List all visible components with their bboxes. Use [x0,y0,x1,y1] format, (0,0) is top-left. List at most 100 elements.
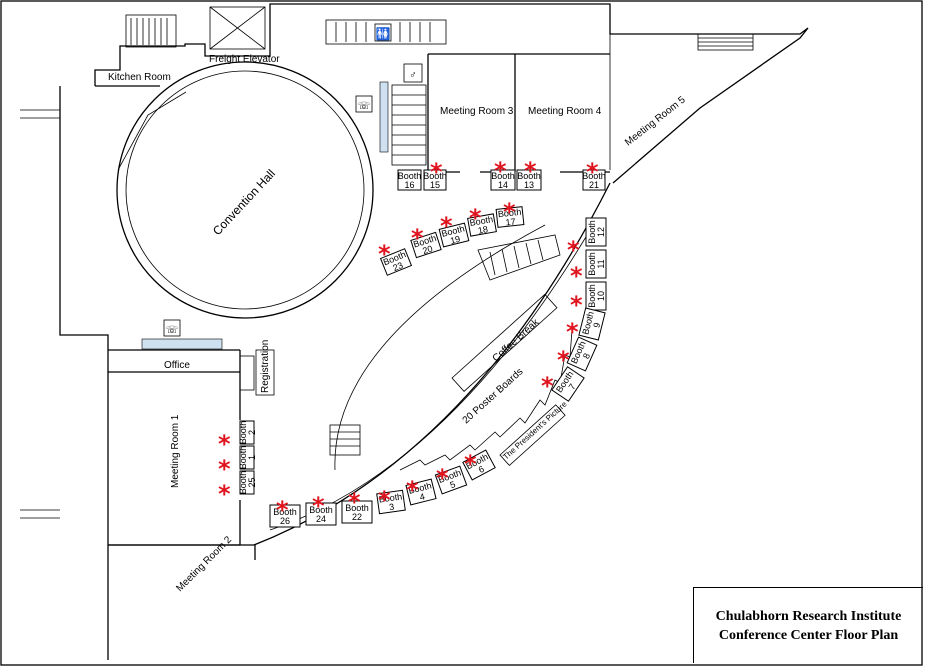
meeting-room-3-label: Meeting Room 3 [440,106,514,117]
markers-layer: ************************* [218,157,599,524]
star-marker-icon: * [440,212,453,240]
kitchen-room-label: Kitchen Room [108,72,171,83]
meeting-room-2-label: Meeting Room 2 [174,534,234,594]
star-marker-icon: * [570,262,583,290]
booth-number: 22 [352,512,362,522]
booth-number: 23 [391,260,404,273]
office-label: Office [164,360,190,371]
title-block: Chulabhorn Research Institute Conference… [693,587,923,663]
building-outline-left [59,86,109,350]
booth-number: 3 [389,502,395,513]
title-line-2: Conference Center Floor Plan [718,628,899,643]
booth-label: Booth [469,214,494,228]
star-marker-icon: * [586,158,599,186]
booth-number: 19 [449,234,461,246]
booth-label: Booth [398,171,422,181]
svg-text:☏: ☏ [166,325,179,336]
booth-number: 8 [581,352,592,361]
lobby-inner-curve [334,224,546,471]
entrance-lines [20,109,60,519]
star-marker-icon: * [469,204,482,232]
booth-number: 6 [477,464,486,475]
booth-label: Booth [238,446,248,470]
registration-box [255,349,275,396]
building-outline-top [94,3,809,184]
telephone-icon: ☏ [355,95,373,113]
booth-label: Booth [491,171,515,181]
star-marker-icon: * [406,476,419,504]
star-marker-icon: * [570,291,583,319]
booth-number: 26 [280,516,290,526]
svg-text:♂: ♂ [409,70,417,81]
booth-number: 14 [498,180,508,190]
booth-number: 15 [430,180,440,190]
booth-number: 24 [316,514,326,524]
presidents-picture-frame [499,404,566,466]
booth-label: Booth [582,171,606,181]
booth-number: 18 [477,224,489,236]
star-marker-icon: * [276,496,289,524]
coffee-break-table [451,293,558,392]
star-marker-icon: * [557,346,570,374]
restroom-icon: 🚻 [376,27,391,41]
booth-number: 11 [596,259,606,268]
title-line-1: Chulabhorn Research Institute [715,609,902,624]
telephone-icon: ☏ [163,319,181,337]
meeting-room-1-label: Meeting Room 1 [170,414,181,488]
booth-label: Booth [273,507,297,517]
star-marker-icon: * [494,157,507,185]
star-marker-icon: * [348,488,361,516]
booth-number: 13 [524,180,534,190]
star-marker-icon: * [378,486,391,514]
star-marker-icon: * [503,198,516,226]
booth-label: Booth [497,207,521,219]
presidents-picture-label: The President's Picture [501,399,569,461]
star-marker-icon: * [567,236,580,264]
convention-hall-label: Convention Hall [210,167,278,239]
star-marker-icon: * [378,240,391,268]
booth-number: 10 [596,291,606,301]
booth-number: 4 [419,491,426,502]
booth-number: 17 [505,216,516,227]
elevator-icon [209,6,266,50]
star-marker-icon: * [541,372,554,400]
booth-number: 2 [247,430,257,435]
washroom-column [379,81,427,166]
star-marker-icon: * [430,158,443,186]
star-marker-icon: * [524,157,537,185]
star-marker-icon: * [218,455,231,483]
meeting-room-4-label: Meeting Room 4 [528,106,602,117]
booth-number: 20 [421,243,434,256]
restroom-block: 🚻 [325,19,447,45]
booths-layer: Booth16Booth15Booth14Booth13Booth21Booth… [238,169,607,528]
star-marker-icon: * [411,224,424,252]
svg-text:☏: ☏ [358,101,371,112]
booth-label: Booth [345,503,369,513]
booth-label: Booth [587,284,597,308]
booth-number: 5 [449,479,457,490]
booth-label: Booth [517,171,541,181]
booth-number: 1 [247,455,257,460]
stairs-icon [697,33,754,51]
registration-desk [239,355,255,391]
